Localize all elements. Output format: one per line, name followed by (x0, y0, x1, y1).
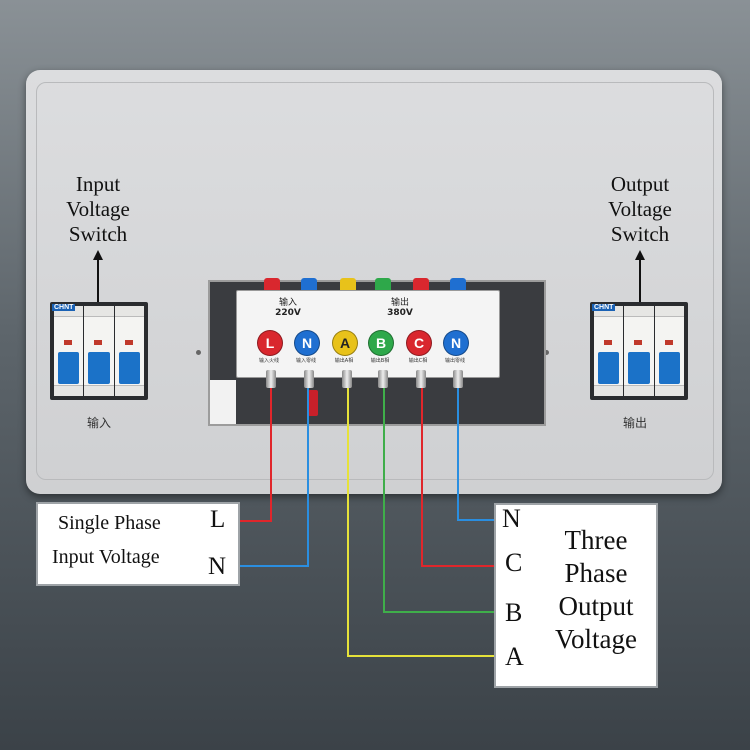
output-terminal-c-label: C (505, 548, 522, 578)
arrow-head-icon (635, 250, 645, 260)
input-box-subtitle: Input Voltage (52, 546, 160, 569)
input-terminal-l-label: L (210, 506, 225, 534)
output-terminal-b-label: B (505, 598, 522, 628)
wire-output-n (458, 388, 495, 520)
output-box-line: Output (538, 590, 654, 623)
output-box-title: Three Phase Output Voltage (538, 524, 654, 656)
input-box-title: Single Phase (58, 512, 161, 535)
output-box-line: Phase (538, 557, 654, 590)
wire-input-n (240, 388, 308, 566)
arrow-head-icon (93, 250, 103, 260)
output-terminal-n-label: N (502, 504, 521, 534)
wire-input-l (240, 388, 271, 521)
output-terminal-a-label: A (505, 642, 524, 672)
output-box-line: Voltage (538, 623, 654, 656)
wire-output-b (384, 388, 495, 612)
input-terminal-n-label: N (208, 553, 226, 581)
output-box-line: Three (538, 524, 654, 557)
